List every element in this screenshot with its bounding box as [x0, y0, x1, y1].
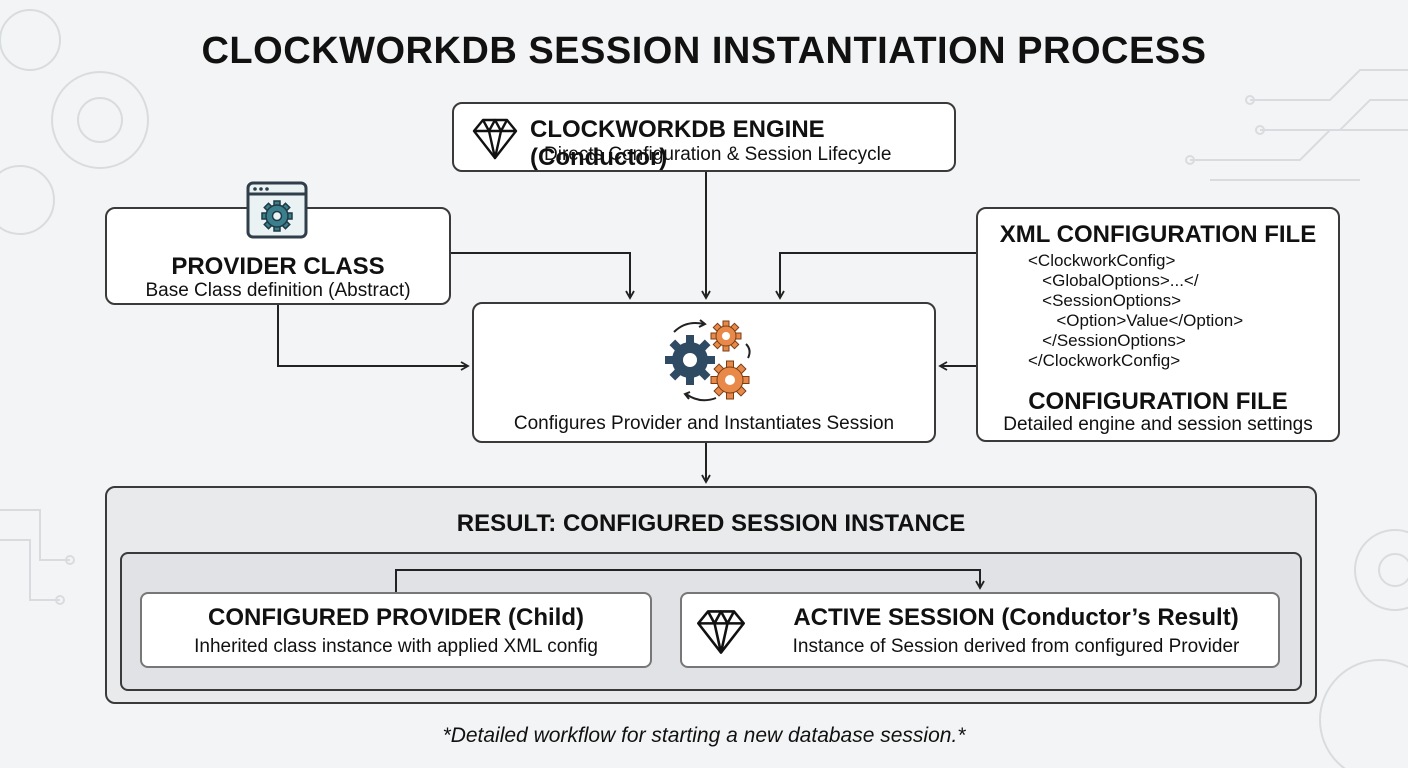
code-line: <Option>Value</Option> — [1028, 311, 1244, 330]
provider-title: PROVIDER CLASS — [171, 253, 385, 280]
provider-subtitle: Base Class definition (Abstract) — [145, 280, 411, 301]
gears-icon — [665, 319, 751, 402]
config-file-subtitle: Detailed engine and session settings — [1003, 414, 1313, 435]
footer-caption: *Detailed workflow for starting a new da… — [442, 724, 966, 747]
xml-config-box: XML CONFIGURATION FILE <ClockworkConfig>… — [976, 207, 1340, 442]
xml-code-snippet: <ClockworkConfig> <GlobalOptions>...</ <… — [1028, 251, 1243, 371]
provider-class-box: PROVIDER CLASS Base Class definition (Ab… — [105, 207, 451, 305]
configure-instantiate-box: Configures Provider and Instantiates Ses… — [472, 302, 936, 443]
engine-box: CLOCKWORKDB ENGINE (Conductor) Directs C… — [452, 102, 956, 172]
result-title: RESULT: CONFIGURED SESSION INSTANCE — [456, 510, 966, 537]
configured-provider-box: CONFIGURED PROVIDER (Child) Inherited cl… — [140, 592, 652, 668]
code-line: </SessionOptions> — [1028, 331, 1186, 350]
xml-title: XML CONFIGURATION FILE — [999, 221, 1317, 248]
active-session-box: ACTIVE SESSION (Conductor’s Result) Inst… — [680, 592, 1280, 668]
diamond-icon — [472, 118, 518, 160]
configured-provider-title: CONFIGURED PROVIDER (Child) — [208, 604, 584, 631]
diamond-icon — [697, 610, 745, 654]
configured-provider-subtitle: Inherited class instance with applied XM… — [194, 636, 598, 657]
window-gear-icon — [246, 181, 308, 239]
code-line: </ClockworkConfig> — [1028, 351, 1181, 370]
code-line: <SessionOptions> — [1028, 291, 1182, 310]
active-session-subtitle: Instance of Session derived from configu… — [792, 636, 1240, 657]
active-session-title: ACTIVE SESSION (Conductor’s Result) — [793, 604, 1239, 631]
code-line: <GlobalOptions>...</ — [1028, 271, 1199, 290]
engine-title: CLOCKWORKDB ENGINE (Conductor) — [530, 116, 825, 171]
center-label: Configures Provider and Instantiates Ses… — [513, 413, 895, 434]
code-line: <ClockworkConfig> — [1028, 251, 1176, 270]
config-file-title: CONFIGURATION FILE — [1028, 388, 1288, 415]
page-title: CLOCKWORKDB SESSION INSTANTIATION PROCES… — [201, 30, 1207, 72]
engine-subtitle: Directs Configuration & Session Lifecycl… — [544, 144, 892, 165]
